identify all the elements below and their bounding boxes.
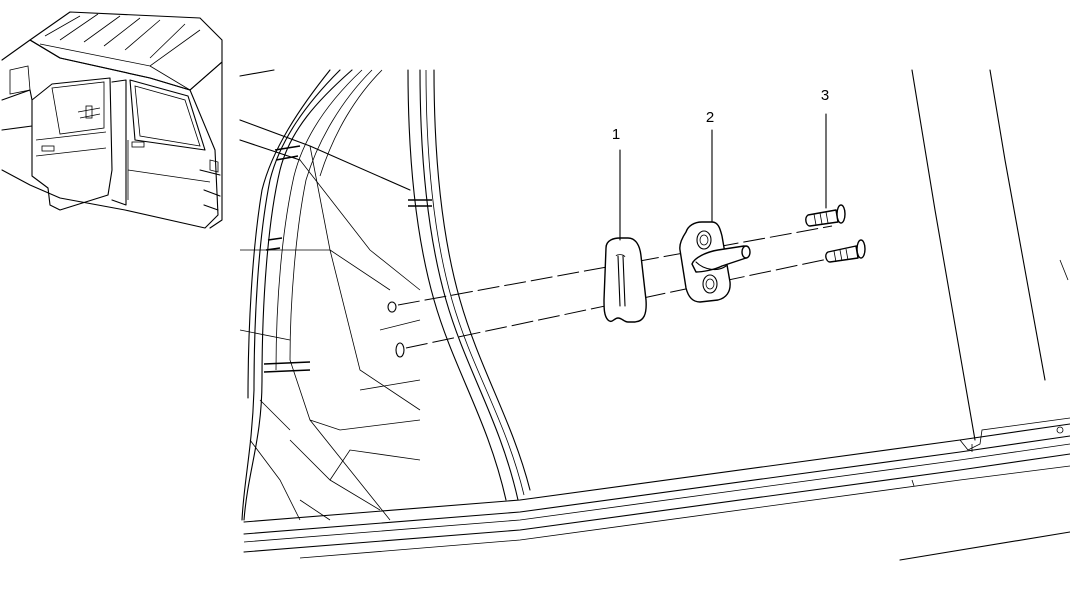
striker-shim-part-1 bbox=[603, 237, 647, 323]
vehicle-locator-inset bbox=[1, 11, 223, 229]
screw-upper bbox=[805, 204, 846, 227]
screws-part-3 bbox=[805, 204, 866, 263]
callout-2-label: 2 bbox=[706, 109, 714, 126]
mounting-holes bbox=[387, 301, 405, 358]
screw-lower bbox=[825, 239, 866, 263]
callout-3-label: 3 bbox=[821, 87, 829, 104]
body-pillar-structure bbox=[239, 69, 1070, 561]
callouts: 1 2 3 bbox=[612, 87, 829, 241]
callout-1-label: 1 bbox=[612, 126, 620, 143]
striker-part-2 bbox=[679, 221, 751, 303]
